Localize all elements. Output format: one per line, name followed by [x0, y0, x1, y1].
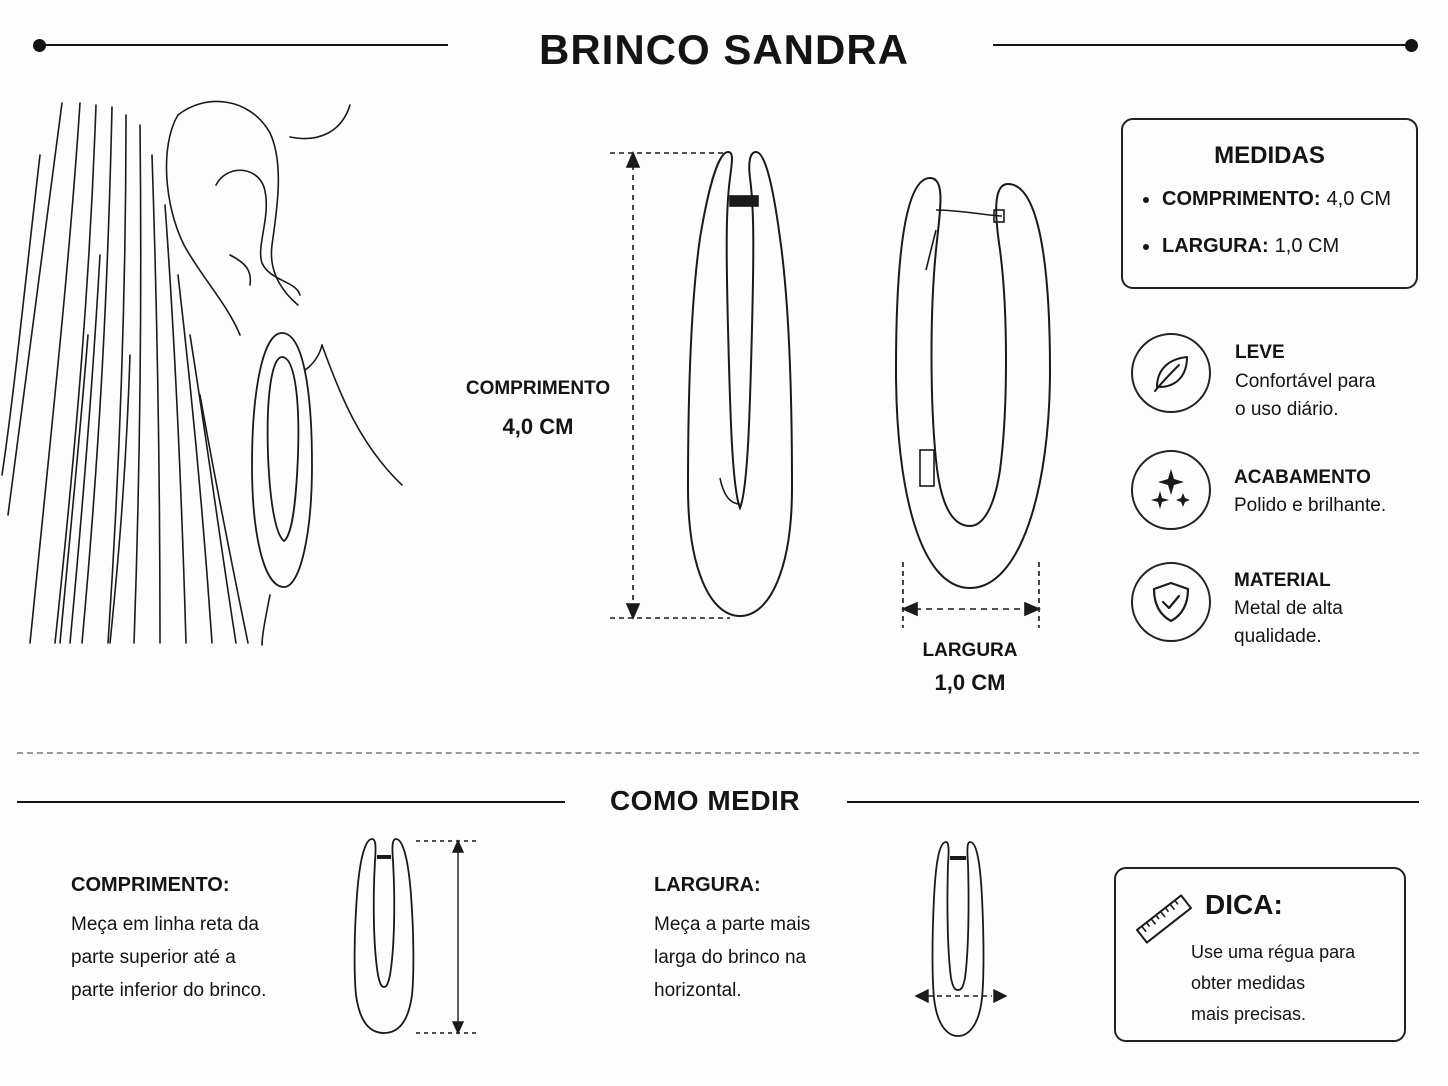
feature-text: o uso diário.: [1235, 399, 1339, 420]
howto-width-line: Meça a parte mais: [654, 914, 811, 935]
shield-check-icon: [1152, 581, 1190, 623]
measure-item-value: 1,0 CM: [1274, 235, 1340, 257]
howto-length-illustration: [353, 838, 478, 1035]
feature-text: Metal de alta: [1234, 598, 1343, 619]
feature-leve-circle: [1131, 333, 1211, 413]
section-separator: [17, 752, 1419, 754]
howto-width-illustration: [914, 841, 1008, 1037]
header-right-rule: [993, 44, 1411, 46]
tip-line: obter medidas: [1191, 973, 1306, 993]
howto-length-line: parte inferior do brinco.: [71, 980, 267, 1001]
feature-text: Polido e brilhante.: [1234, 495, 1387, 516]
width-value: 1,0 CM: [934, 670, 1006, 695]
tip-line: Use uma régua para: [1191, 942, 1356, 962]
howto-length-line: Meça em linha reta da: [71, 914, 259, 935]
feature-title: LEVE: [1235, 342, 1285, 363]
measures-box: MEDIDAS COMPRIMENTO: 4,0 CM LARGURA: 1,0…: [1121, 118, 1418, 289]
sparkles-icon: [1151, 469, 1190, 509]
howto-left-rule: [17, 801, 565, 803]
feature-acabamento-circle: [1131, 450, 1211, 530]
earring-side-view: [894, 176, 1052, 590]
feature-material-circle: [1131, 562, 1211, 642]
howto-length-line: parte superior até a: [71, 947, 236, 968]
howto-title: COMO MEDIR: [609, 785, 801, 816]
tip-box: DICA: Use uma régua para obter medidas m…: [1114, 867, 1406, 1042]
feature-title: ACABAMENTO: [1234, 467, 1371, 488]
howto-width-line: horizontal.: [654, 980, 742, 1001]
length-dimension-line: [610, 150, 730, 621]
page-title: BRINCO SANDRA: [539, 26, 909, 73]
feature-text: qualidade.: [1234, 626, 1322, 647]
measure-item-label: COMPRIMENTO:: [1162, 188, 1321, 210]
width-label: LARGURA: [922, 640, 1018, 661]
feature-text: Confortável para: [1235, 371, 1376, 392]
howto-right-rule: [847, 801, 1419, 803]
measure-item-label: LARGURA:: [1162, 235, 1269, 257]
howto-length-title: COMPRIMENTO:: [71, 874, 230, 896]
ear-illustration: [1, 100, 403, 646]
leaf-icon: [1154, 356, 1188, 392]
howto-width-line: larga do brinco na: [654, 947, 807, 968]
width-dimension-line: [900, 562, 1042, 628]
earring-front-view: [686, 150, 794, 618]
bullet-dot: [1143, 196, 1149, 203]
measure-item: COMPRIMENTO: 4,0 CM: [1143, 188, 1416, 211]
header-left-rule: [40, 44, 448, 46]
howto-width-title: LARGURA:: [654, 874, 761, 896]
header-left-dot: [33, 39, 46, 52]
tip-line: mais precisas.: [1191, 1004, 1307, 1024]
length-label: COMPRIMENTO: [465, 378, 611, 399]
feature-title: MATERIAL: [1234, 570, 1331, 591]
tip-title: DICA:: [1205, 889, 1283, 920]
measure-item-value: 4,0 CM: [1326, 188, 1391, 210]
ruler-icon: [1136, 894, 1192, 944]
measure-item: LARGURA: 1,0 CM: [1143, 235, 1416, 258]
header-right-dot: [1405, 39, 1418, 52]
measures-title: MEDIDAS: [1214, 142, 1325, 169]
length-value: 4,0 CM: [502, 414, 574, 439]
bullet-dot: [1143, 243, 1149, 250]
